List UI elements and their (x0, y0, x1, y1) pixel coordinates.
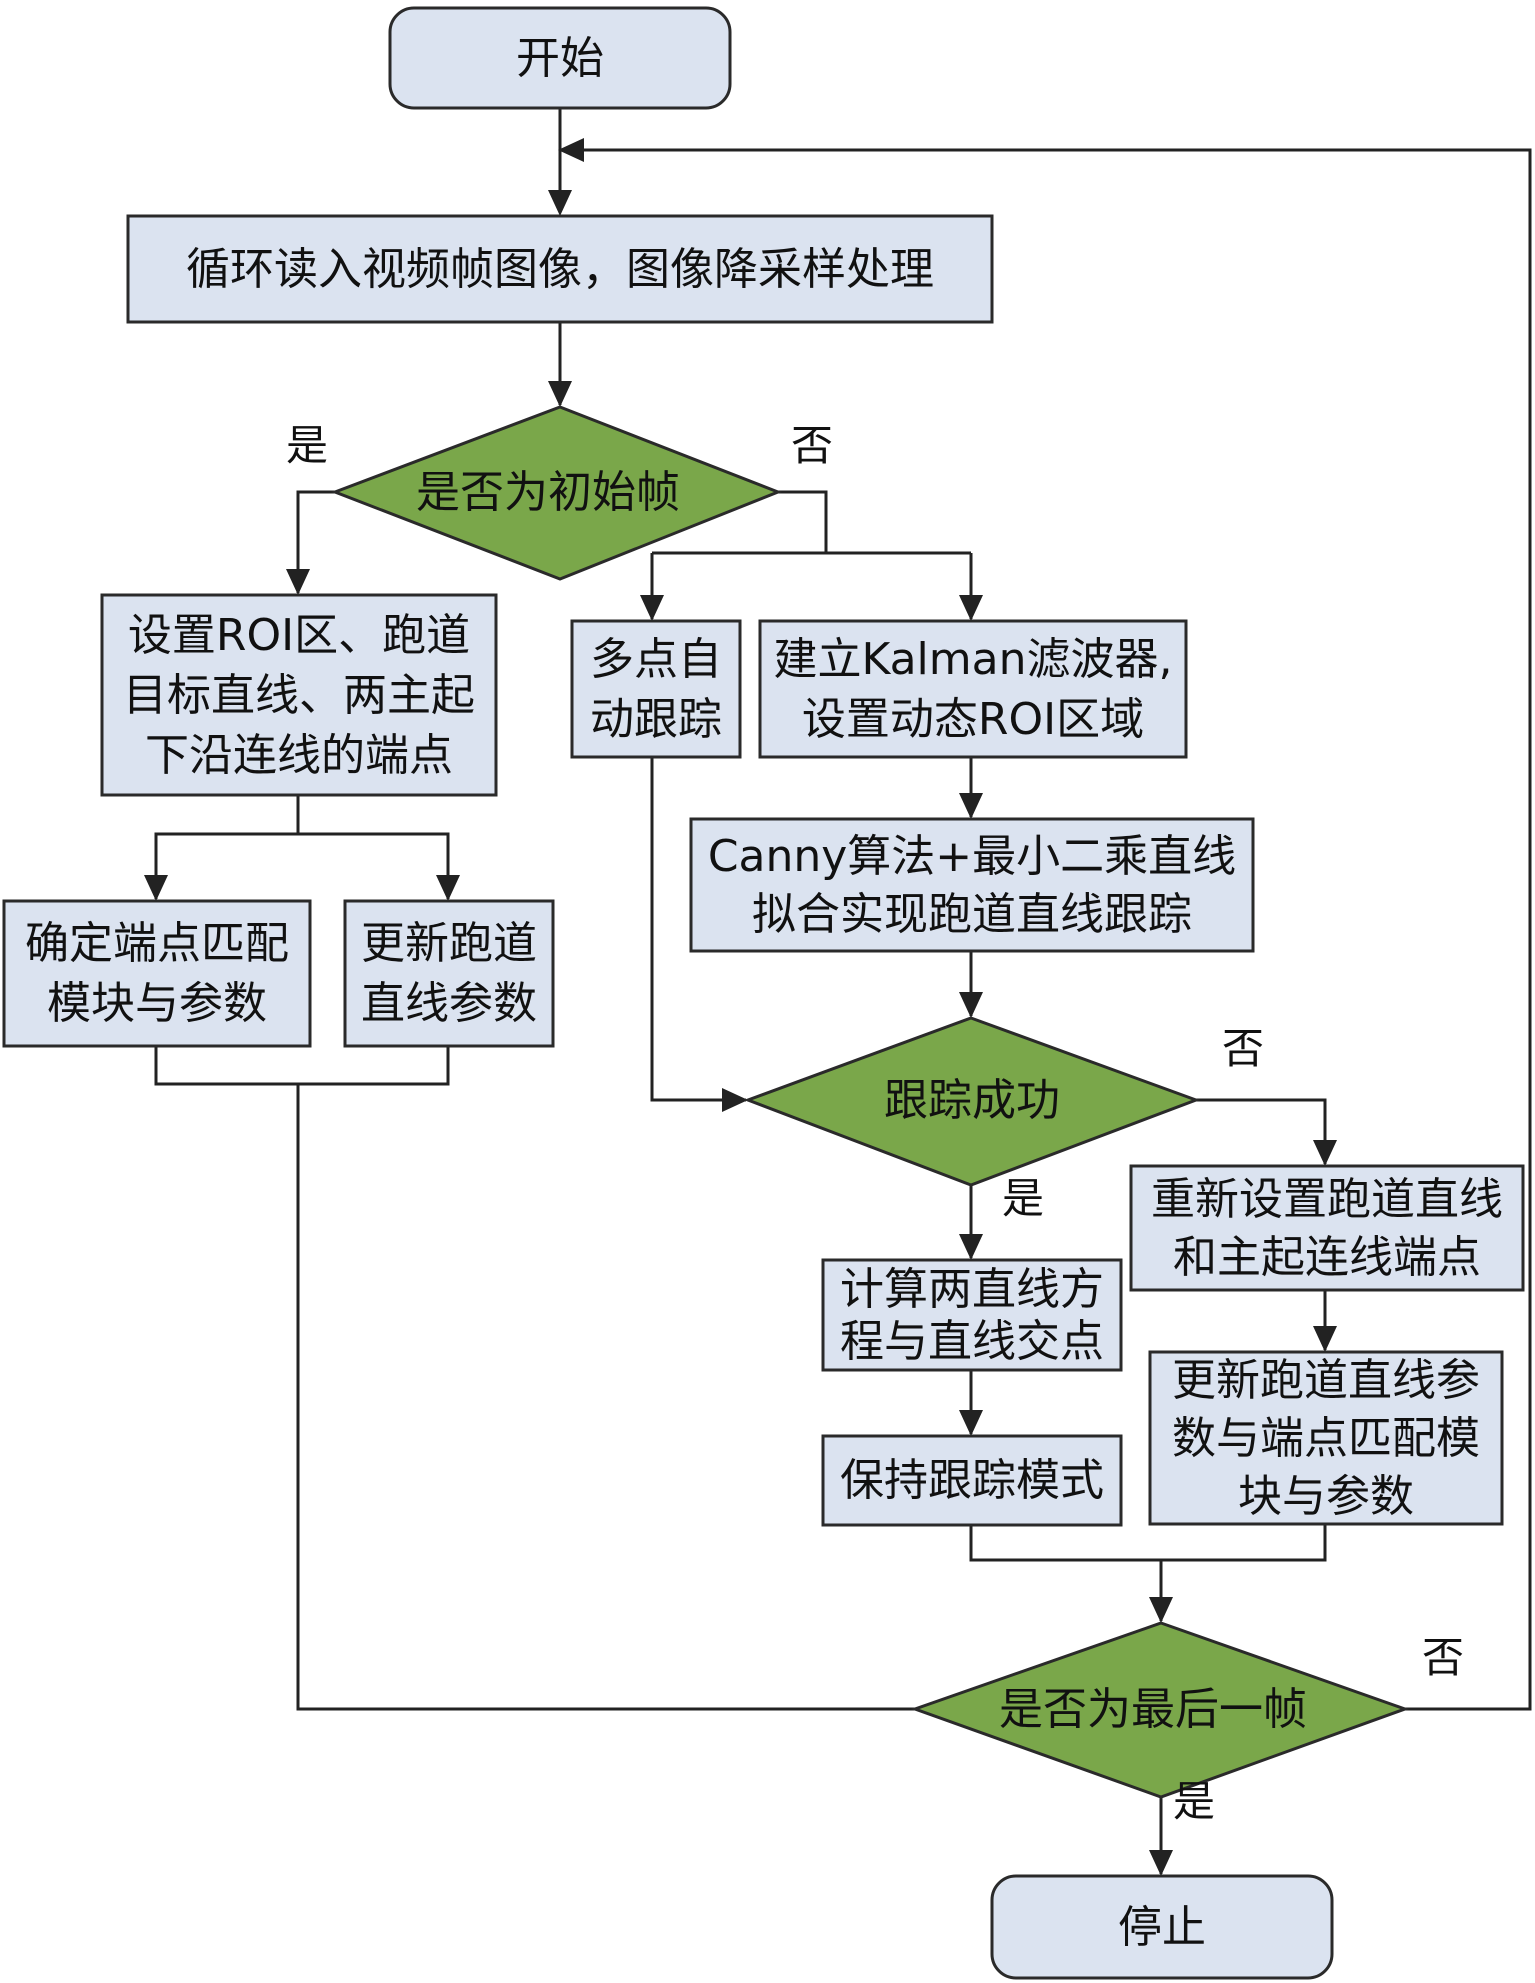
stop-terminal (990, 1874, 1334, 1980)
arrow-multi-point-to-track (650, 757, 746, 1102)
update-params-box (1148, 1350, 1504, 1526)
arrow-track-no (1196, 1098, 1327, 1164)
initial-frame-decision (330, 405, 783, 581)
node-label-line: 程与直线交点 (840, 1316, 1104, 1367)
arrowhead-multi-point (640, 595, 664, 621)
arrowhead-track (959, 992, 983, 1018)
canny-label: Canny算法+最小二乘直线拟合实现跑道直线跟踪 (708, 831, 1236, 940)
start-label: 开始 (516, 33, 604, 84)
initial-no-label: 否 (791, 421, 833, 470)
arrowhead-read (548, 190, 572, 216)
node-label-line: 重新设置跑道直线 (1151, 1174, 1503, 1225)
initial-frame-label: 是否为初始帧 (416, 467, 680, 518)
last-frame-label: 是否为最后一帧 (999, 1684, 1307, 1735)
track-yes-label: 是 (1002, 1174, 1044, 1223)
node-label-line: 计算两直线方 (840, 1264, 1104, 1315)
merge-right-branches (969, 1524, 1327, 1621)
node-label-line: 块与参数 (1238, 1471, 1414, 1522)
multi-point-box (570, 619, 742, 759)
arrowhead-last (1149, 1597, 1173, 1623)
merge-left-branches (154, 1046, 915, 1711)
arrowhead-canny (959, 793, 983, 819)
kalman-label: 建立Kalman滤波器, 设置动态ROI区域 (774, 634, 1173, 745)
split-roi-branches (154, 795, 450, 899)
compute-box (821, 1258, 1123, 1372)
node-label-line: 建立Kalman滤波器, (774, 634, 1173, 685)
arrowhead-roi (286, 569, 310, 595)
node-label-line: 模块与参数 (47, 978, 267, 1029)
arrowhead-reset (1313, 1140, 1337, 1166)
node-label-line: 数与端点匹配模 (1172, 1413, 1480, 1464)
node-label-line: 保持跟踪模式 (840, 1455, 1104, 1506)
node-label-line: 停止 (1118, 1902, 1206, 1953)
arrowhead-loop-back (558, 138, 584, 162)
canny-box (689, 817, 1255, 953)
last-no-label: 否 (1422, 1633, 1464, 1682)
update-params-label: 更新跑道直线参数与端点匹配模块与参数 (1172, 1355, 1480, 1522)
node-label-line: 更新跑道 (361, 918, 537, 969)
node-label-line: 是否为最后一帧 (999, 1684, 1307, 1735)
arrowhead-compute (959, 1234, 983, 1260)
arrowhead-kalman (959, 595, 983, 621)
reset-lines-box (1129, 1164, 1525, 1292)
update-runway-label: 更新跑道直线参数 (361, 918, 537, 1029)
track-success-label: 跟踪成功 (884, 1075, 1060, 1126)
node-label-line: 循环读入视频帧图像，图像降采样处理 (186, 244, 934, 295)
endpoint-module-label: 确定端点匹配模块与参数 (25, 918, 289, 1029)
node-label-line: 动跟踪 (590, 694, 722, 745)
node-label-line: 和主起连线端点 (1173, 1232, 1481, 1283)
track-success-decision (743, 1016, 1201, 1187)
arrowhead-update-params (1313, 1326, 1337, 1352)
arrowhead-keep (959, 1410, 983, 1436)
arrowhead-update-runway (436, 875, 460, 901)
arrowhead-initial (548, 381, 572, 407)
node-label-line: 开始 (516, 33, 604, 84)
node-label-line: Canny算法+最小二乘直线 (708, 831, 1236, 882)
last-yes-label: 是 (1173, 1777, 1215, 1826)
shapes (2, 6, 1525, 1980)
start-terminal (388, 6, 732, 110)
arrowheads (144, 138, 1337, 1876)
keep-mode-box (821, 1434, 1123, 1527)
node-label-line: 设置动态ROI区域 (802, 694, 1144, 745)
connectors (154, 108, 1532, 1874)
last-frame-decision (910, 1621, 1410, 1799)
node-label-line: 更新跑道直线参 (1172, 1355, 1480, 1406)
read-frames-label: 循环读入视频帧图像，图像降采样处理 (186, 244, 934, 295)
node-label-line: 确定端点匹配 (25, 918, 289, 969)
update-runway-box (343, 899, 555, 1048)
set-roi-box (100, 593, 498, 797)
arrow-initial-yes (296, 490, 335, 593)
arrow-last-no-loop (560, 148, 1532, 1711)
node-label-line: 拟合实现跑道直线跟踪 (752, 889, 1192, 940)
node-label-line: 直线参数 (361, 978, 537, 1029)
node-labels: 开始 循环读入视频帧图像，图像降采样处理 是否为初始帧 设置ROI区、跑道目标直… (25, 33, 1503, 1953)
arrowhead-track-left (722, 1088, 748, 1112)
read-frames-box (126, 214, 994, 324)
compute-label: 计算两直线方程与直线交点 (840, 1264, 1104, 1367)
node-label-line: 下沿连线的端点 (145, 730, 453, 781)
arrowhead-stop (1149, 1850, 1173, 1876)
node-label-line: 是否为初始帧 (416, 467, 680, 518)
node-label-line: 跟踪成功 (884, 1075, 1060, 1126)
arrowhead-endpoint-module (144, 875, 168, 901)
track-no-label: 否 (1222, 1024, 1264, 1073)
line-initial-no (778, 490, 828, 553)
set-roi-label: 设置ROI区、跑道目标直线、两主起下沿连线的端点 (123, 610, 475, 781)
endpoint-module-box (2, 899, 312, 1048)
stop-label: 停止 (1118, 1902, 1206, 1953)
branch-labels: 是 否 否 是 否 是 (286, 421, 1464, 1826)
reset-lines-label: 重新设置跑道直线和主起连线端点 (1151, 1174, 1503, 1283)
multi-point-label: 多点自动跟踪 (590, 634, 722, 745)
node-label-line: 设置ROI区、跑道 (128, 610, 470, 661)
node-label-line: 目标直线、两主起 (123, 670, 475, 721)
initial-yes-label: 是 (286, 421, 328, 470)
kalman-box (758, 619, 1188, 759)
node-label-line: 多点自 (590, 634, 722, 685)
keep-mode-label: 保持跟踪模式 (840, 1455, 1104, 1506)
